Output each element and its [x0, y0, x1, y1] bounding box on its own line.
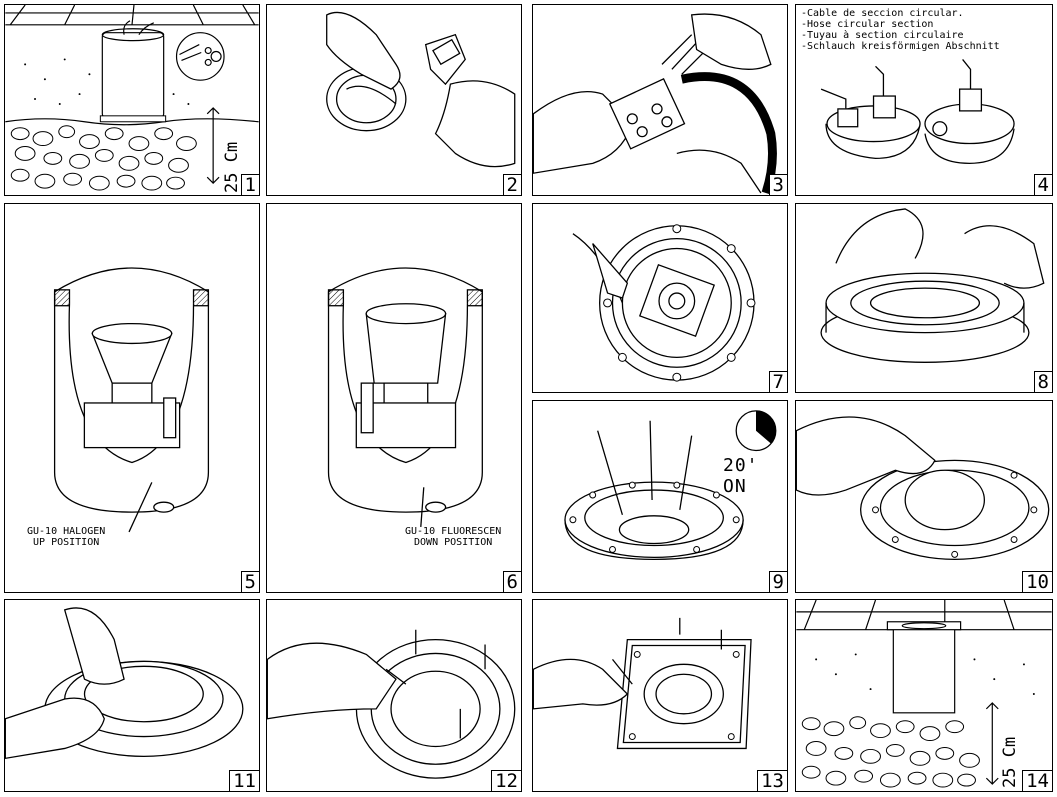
step-number: 6	[502, 571, 521, 592]
step-5-panel: GU-10 HALOGEN UP POSITION 5	[4, 203, 260, 593]
ground-installation-illustration	[5, 5, 259, 191]
step-number: 13	[757, 770, 787, 791]
cable-note-line: -Hose circular section	[801, 19, 934, 30]
adhesive-application-illustration	[564, 410, 777, 560]
step-10-panel: 10	[795, 400, 1053, 593]
step-8-panel: 8	[795, 203, 1053, 393]
step-number: 3	[768, 174, 787, 195]
lamp-holder-illustration	[572, 224, 756, 382]
cable-note-line: -Tuyau à section circulaire	[801, 30, 964, 41]
step-number: 4	[1033, 174, 1052, 195]
step-14-panel: 25 Cm 14	[795, 599, 1053, 792]
cable-note-line: -Cable de seccion circular.	[801, 8, 964, 19]
timer-label: 20' ON	[723, 455, 759, 497]
depth-label: 25 Cm	[222, 141, 242, 193]
step-6-panel: GU-10 FLUORESCEN DOWN POSITION 6	[266, 203, 522, 593]
step-1-panel: 25 Cm 1	[4, 4, 260, 196]
step-11-panel: 11	[4, 599, 260, 792]
step-number: 9	[768, 571, 787, 592]
step-number: 10	[1022, 571, 1052, 592]
halogen-caption: GU-10 HALOGEN UP POSITION	[27, 526, 106, 548]
step-13-panel: 13	[532, 599, 788, 792]
ring-insertion-illustration	[820, 208, 1045, 363]
step-number: 11	[229, 770, 259, 791]
step-number: 1	[240, 174, 259, 195]
depth-label: 25 Cm	[1000, 736, 1020, 788]
cable-note: -Cable de seccion circular. -Hose circul…	[801, 8, 1000, 52]
step-number: 12	[491, 770, 521, 791]
fluorescent-lamp-illustration	[327, 267, 483, 528]
cover-placement-illustration	[5, 607, 244, 760]
step-2-panel: 2	[266, 4, 522, 196]
step-number: 7	[768, 371, 787, 392]
cable-connection-illustration	[326, 11, 516, 168]
step-4-panel: -Cable de seccion circular. -Hose circul…	[795, 4, 1053, 196]
step-number: 14	[1022, 770, 1052, 791]
wiring-terminal-illustration	[533, 13, 777, 195]
cable-note-line: -Schlauch kreisförmigen Abschnitt	[801, 41, 1000, 52]
step-number: 8	[1033, 371, 1052, 392]
step-number: 5	[240, 571, 259, 592]
screw-fixing-illustration	[267, 629, 516, 779]
frame-fixing-illustration	[533, 617, 752, 750]
fluorescent-caption: GU-10 FLUORESCEN DOWN POSITION	[405, 526, 502, 548]
step-9-panel: 20' ON 9	[532, 400, 788, 593]
step-3-panel: 3	[532, 4, 788, 196]
halogen-lamp-illustration	[53, 267, 210, 533]
seal-ring-illustration	[796, 416, 1050, 560]
step-12-panel: 12	[266, 599, 522, 792]
cable-gland-illustration	[820, 59, 1015, 164]
step-number: 2	[502, 174, 521, 195]
finished-installation-illustration	[796, 600, 1052, 788]
step-7-panel: 7	[532, 203, 788, 393]
